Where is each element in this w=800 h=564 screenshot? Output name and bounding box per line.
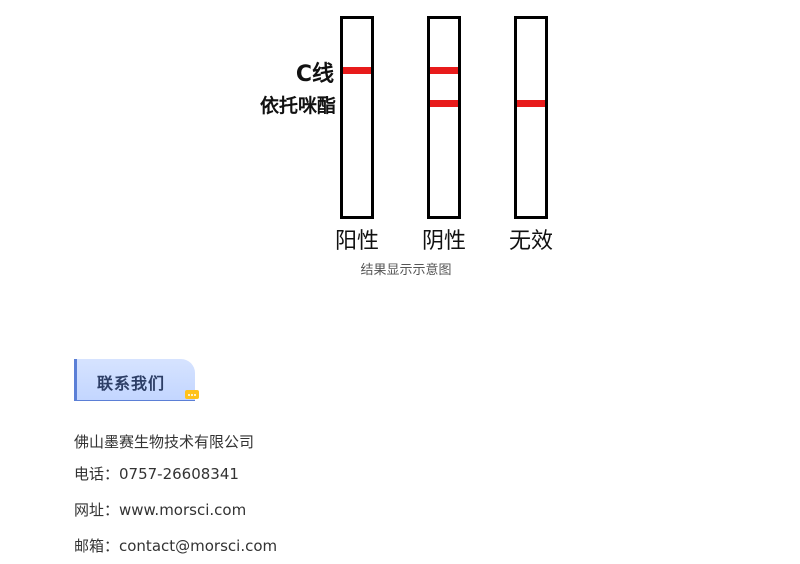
control-line-label: C线 — [295, 62, 334, 87]
result-label-invalid: 无效 — [508, 229, 553, 254]
chat-dots-icon — [185, 390, 199, 399]
control-band — [343, 67, 371, 74]
result-label-negative: 阴性 — [421, 229, 466, 254]
test-strip-negative — [427, 16, 461, 219]
figure-caption: 结果显示示意图 — [360, 263, 452, 278]
email-link[interactable]: 邮箱：contact@morsci.com — [74, 537, 278, 555]
contact-heading-badge: 联系我们 — [74, 359, 199, 401]
contact-heading: 联系我们 — [97, 374, 166, 393]
phone-number: 电话：0757-26608341 — [74, 465, 239, 483]
result-diagram: C线 依托咪酯 阳性 阴性 无效 结果显示示意图 — [259, 16, 553, 278]
test-strip-positive — [340, 16, 374, 219]
control-band — [430, 67, 458, 74]
test-strip-invalid — [514, 16, 548, 219]
test-band — [517, 100, 545, 107]
website-link[interactable]: 网址：www.morsci.com — [74, 501, 247, 519]
test-line-label: 依托咪酯 — [259, 95, 336, 117]
test-band — [430, 100, 458, 107]
company-name: 佛山墨赛生物技术有限公司 — [74, 433, 255, 451]
result-label-positive: 阳性 — [334, 229, 379, 254]
